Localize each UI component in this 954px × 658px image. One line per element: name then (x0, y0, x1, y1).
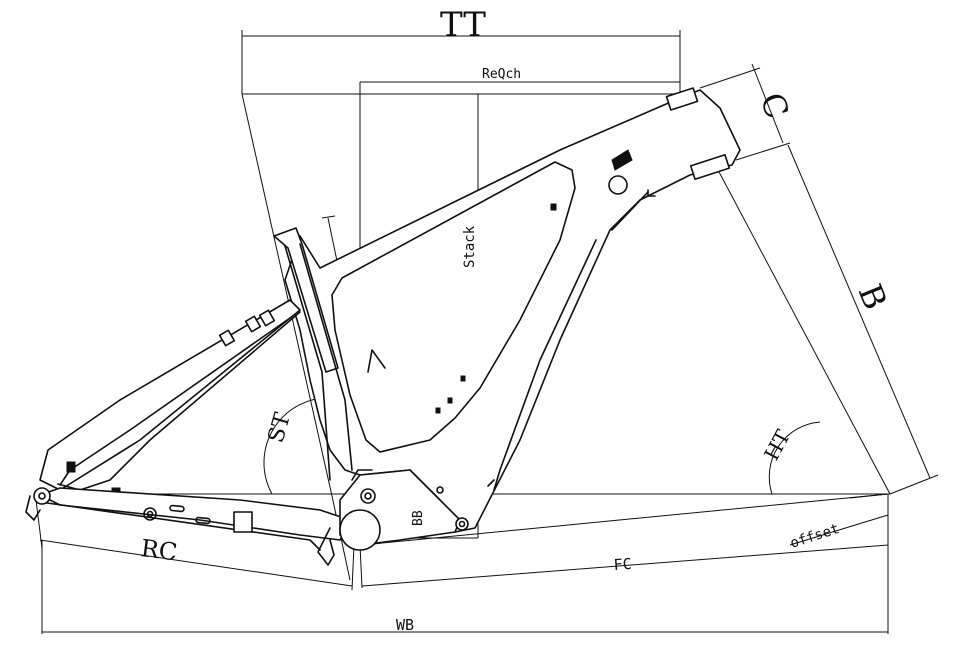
label-c: C (752, 88, 796, 124)
label-rc: RC (139, 534, 179, 566)
label-bb: BB (411, 510, 426, 526)
label-offset: offset (788, 521, 841, 552)
head-tube-dimensions (699, 63, 939, 495)
label-tt: TT (440, 5, 486, 45)
label-ht: HT (759, 425, 795, 464)
label-wb: WB (396, 616, 414, 634)
frame-outline (25, 87, 741, 566)
cable-port (608, 175, 628, 195)
label-reach: ReQch (482, 67, 521, 82)
rear-axle (33, 487, 51, 505)
tt-dimension (241, 30, 681, 94)
head-tube-bottom-cap (689, 153, 731, 181)
chain-stay (39, 487, 351, 541)
seat-tube (273, 227, 339, 373)
front-triangle-window (331, 161, 576, 453)
motor-bolt (360, 488, 376, 504)
label-fc: FC (613, 555, 632, 574)
fc-dimension (359, 493, 889, 589)
head-tube-top-cap (665, 87, 699, 111)
label-b: B (851, 279, 895, 315)
front-triangle (284, 89, 741, 533)
offset-dimension (789, 493, 889, 546)
effective-top-line (241, 93, 680, 497)
wb-dimension (41, 540, 889, 634)
rc-dimension (35, 499, 355, 591)
bottom-bracket (339, 509, 381, 551)
label-st: ST (264, 410, 296, 446)
seat-stay (39, 299, 301, 491)
label-stack: Stack (462, 225, 478, 268)
